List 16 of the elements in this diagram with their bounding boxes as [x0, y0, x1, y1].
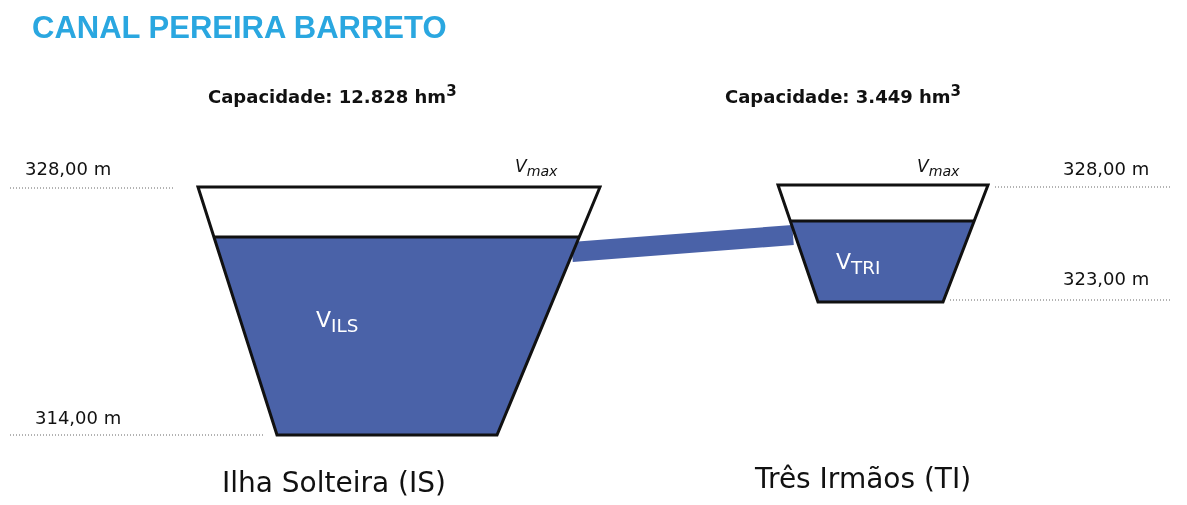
- reservoir-name: Três Irmãos (TI): [755, 462, 972, 495]
- capacity-label: Capacidade: 3.449 hm$^{3}$: [725, 82, 962, 107]
- level-label: V$_{max}$: [917, 156, 960, 180]
- elevation-label: 328,00 m: [25, 158, 112, 179]
- elevation-label: 328,00 m: [1063, 158, 1150, 179]
- elevation-label: 323,00 m: [1063, 268, 1150, 289]
- canal: [571, 225, 794, 262]
- elevation-label: 314,00 m: [35, 407, 122, 428]
- volume-label: V$_{TRI}$: [836, 249, 881, 279]
- level-label: V$_{max}$: [515, 156, 558, 180]
- reservoir-trapezoid: [776, 183, 990, 304]
- reservoir-trapezoid: [196, 185, 602, 437]
- title: CANAL PEREIRA BARRETO: [32, 10, 447, 46]
- volume-label: V$_{ILS}$: [316, 307, 359, 337]
- reservoir-name: Ilha Solteira (IS): [222, 466, 446, 499]
- capacity-label: Capacidade: 12.828 hm$^{3}$: [208, 82, 457, 107]
